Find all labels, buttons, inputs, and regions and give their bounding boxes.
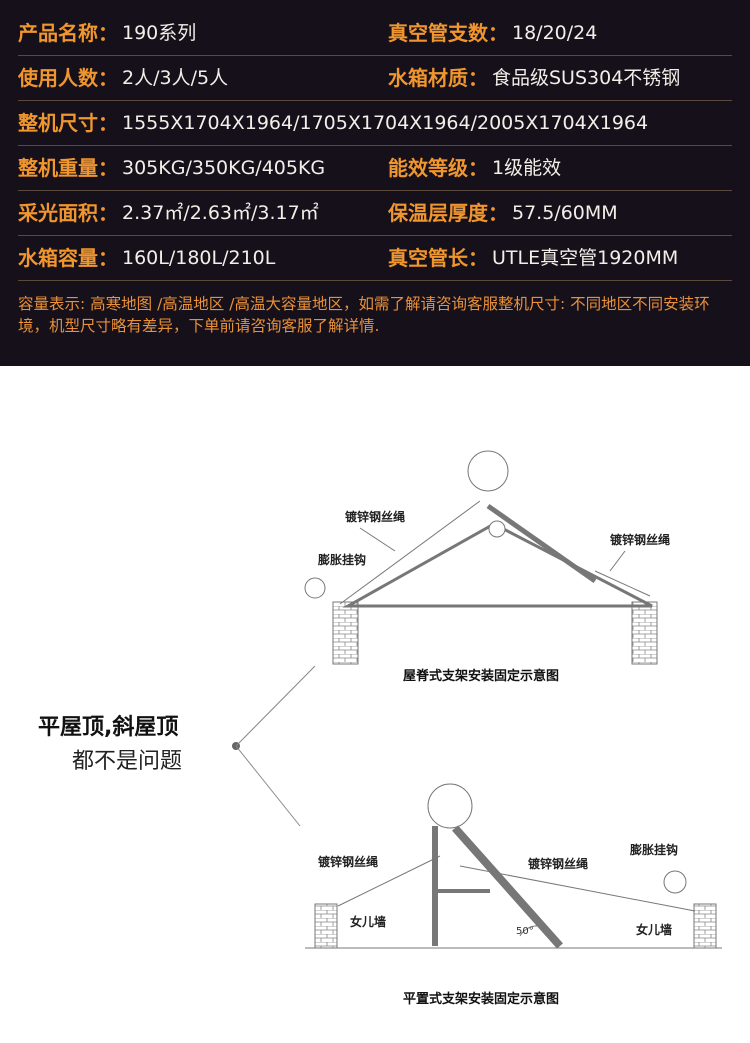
spec-label: 产品名称： bbox=[18, 21, 118, 45]
flat-caption: 平置式支架安装固定示意图 bbox=[403, 991, 559, 1007]
spec-label: 水箱容量： bbox=[18, 246, 118, 270]
spec-value: 190系列 bbox=[122, 22, 197, 44]
spec-label: 整机重量： bbox=[18, 156, 118, 180]
spec-cell: 整机尺寸：1555X1704X1964/1705X1704X1964/2005X… bbox=[18, 111, 732, 135]
spec-value: 2人/3人/5人 bbox=[122, 67, 229, 89]
spec-value: 57.5/60MM bbox=[512, 202, 618, 224]
wire-label: 镀锌钢丝绳 bbox=[318, 854, 378, 869]
spec-label: 能效等级： bbox=[388, 156, 488, 180]
spec-row: 整机重量：305KG/350KG/405KG 能效等级：1级能效 bbox=[18, 146, 732, 191]
spec-value: 2.37㎡/2.63㎡/3.17㎡ bbox=[122, 202, 319, 224]
hook-label: 膨胀挂钩 bbox=[317, 552, 366, 567]
ridge-caption: 屋脊式支架安装固定示意图 bbox=[403, 668, 559, 684]
spec-cell: 整机重量：305KG/350KG/405KG bbox=[18, 156, 388, 180]
spec-row: 整机尺寸：1555X1704X1964/1705X1704X1964/2005X… bbox=[18, 101, 732, 146]
spec-label: 真空管支数： bbox=[388, 21, 508, 45]
spec-cell: 水箱容量：160L/180L/210L bbox=[18, 246, 388, 270]
hook-label: 膨胀挂钩 bbox=[629, 842, 678, 857]
pointer-line bbox=[235, 665, 316, 747]
capacity-note: 容量表示: 高寒地图 /高温地区 /高温大容量地区，如需了解请咨询客服整机尺寸:… bbox=[18, 295, 710, 335]
spec-label: 保温层厚度： bbox=[388, 201, 508, 225]
spec-cell: 保温层厚度：57.5/60MM bbox=[388, 201, 732, 225]
installation-diagrams: 平屋顶,斜屋顶 都不是问题 镀锌钢丝绳 镀锌钢丝绳 膨胀挂钩 屋脊式支架安装固定… bbox=[38, 450, 722, 1007]
spec-table: 产品名称：190系列 真空管支数：18/20/24 使用人数：2人/3人/5人 … bbox=[0, 0, 750, 366]
spec-cell: 真空管支数：18/20/24 bbox=[388, 21, 732, 45]
ridge-diagram: 镀锌钢丝绳 镀锌钢丝绳 膨胀挂钩 屋脊式支架安装固定示意图 bbox=[304, 450, 670, 684]
spec-value: 305KG/350KG/405KG bbox=[122, 157, 326, 179]
spec-value: 160L/180L/210L bbox=[122, 247, 276, 269]
wire-label: 镀锌钢丝绳 bbox=[345, 509, 405, 524]
spec-row: 使用人数：2人/3人/5人 水箱材质：食品级SUS304不锈钢 bbox=[18, 56, 732, 101]
wire-label: 镀锌钢丝绳 bbox=[528, 856, 588, 871]
spec-row: 水箱容量：160L/180L/210L 真空管长：UTLE真空管1920MM bbox=[18, 236, 732, 281]
spec-value: 1级能效 bbox=[492, 157, 562, 179]
spec-label: 真空管长： bbox=[388, 246, 488, 270]
spec-value: 1555X1704X1964/1705X1704X1964/2005X1704X… bbox=[122, 112, 649, 134]
flat-diagram: 镀锌钢丝绳 镀锌钢丝绳 膨胀挂钩 女儿墙 女儿墙 50° 平置式支架安装固定示意… bbox=[305, 783, 722, 1007]
spec-cell: 产品名称：190系列 bbox=[18, 21, 388, 45]
spec-cell: 能效等级：1级能效 bbox=[388, 156, 732, 180]
spec-cell: 水箱材质：食品级SUS304不锈钢 bbox=[388, 66, 732, 90]
wall-label: 女儿墙 bbox=[350, 914, 386, 929]
spec-value: 18/20/24 bbox=[512, 22, 598, 44]
spec-label: 使用人数： bbox=[18, 66, 118, 90]
spec-value: 食品级SUS304不锈钢 bbox=[492, 67, 681, 89]
headline: 平屋顶,斜屋顶 都不是问题 bbox=[38, 665, 316, 827]
spec-value: UTLE真空管1920MM bbox=[492, 247, 679, 269]
spec-row: 采光面积：2.37㎡/2.63㎡/3.17㎡ 保温层厚度：57.5/60MM bbox=[18, 191, 732, 236]
spec-cell: 真空管长：UTLE真空管1920MM bbox=[388, 246, 732, 270]
spec-label: 整机尺寸： bbox=[18, 111, 118, 135]
wire-label: 镀锌钢丝绳 bbox=[610, 532, 670, 547]
spec-cell: 采光面积：2.37㎡/2.63㎡/3.17㎡ bbox=[18, 201, 388, 225]
wall-label: 女儿墙 bbox=[636, 922, 672, 937]
spec-cell: 使用人数：2人/3人/5人 bbox=[18, 66, 388, 90]
headline-line2: 都不是问题 bbox=[72, 749, 182, 774]
spec-label: 水箱材质： bbox=[388, 66, 488, 90]
angle-label: 50° bbox=[516, 926, 534, 937]
spec-row: 产品名称：190系列 真空管支数：18/20/24 bbox=[18, 11, 732, 56]
spec-label: 采光面积： bbox=[18, 201, 118, 225]
pointer-line bbox=[235, 745, 301, 827]
headline-line1: 平屋顶,斜屋顶 bbox=[38, 714, 178, 740]
